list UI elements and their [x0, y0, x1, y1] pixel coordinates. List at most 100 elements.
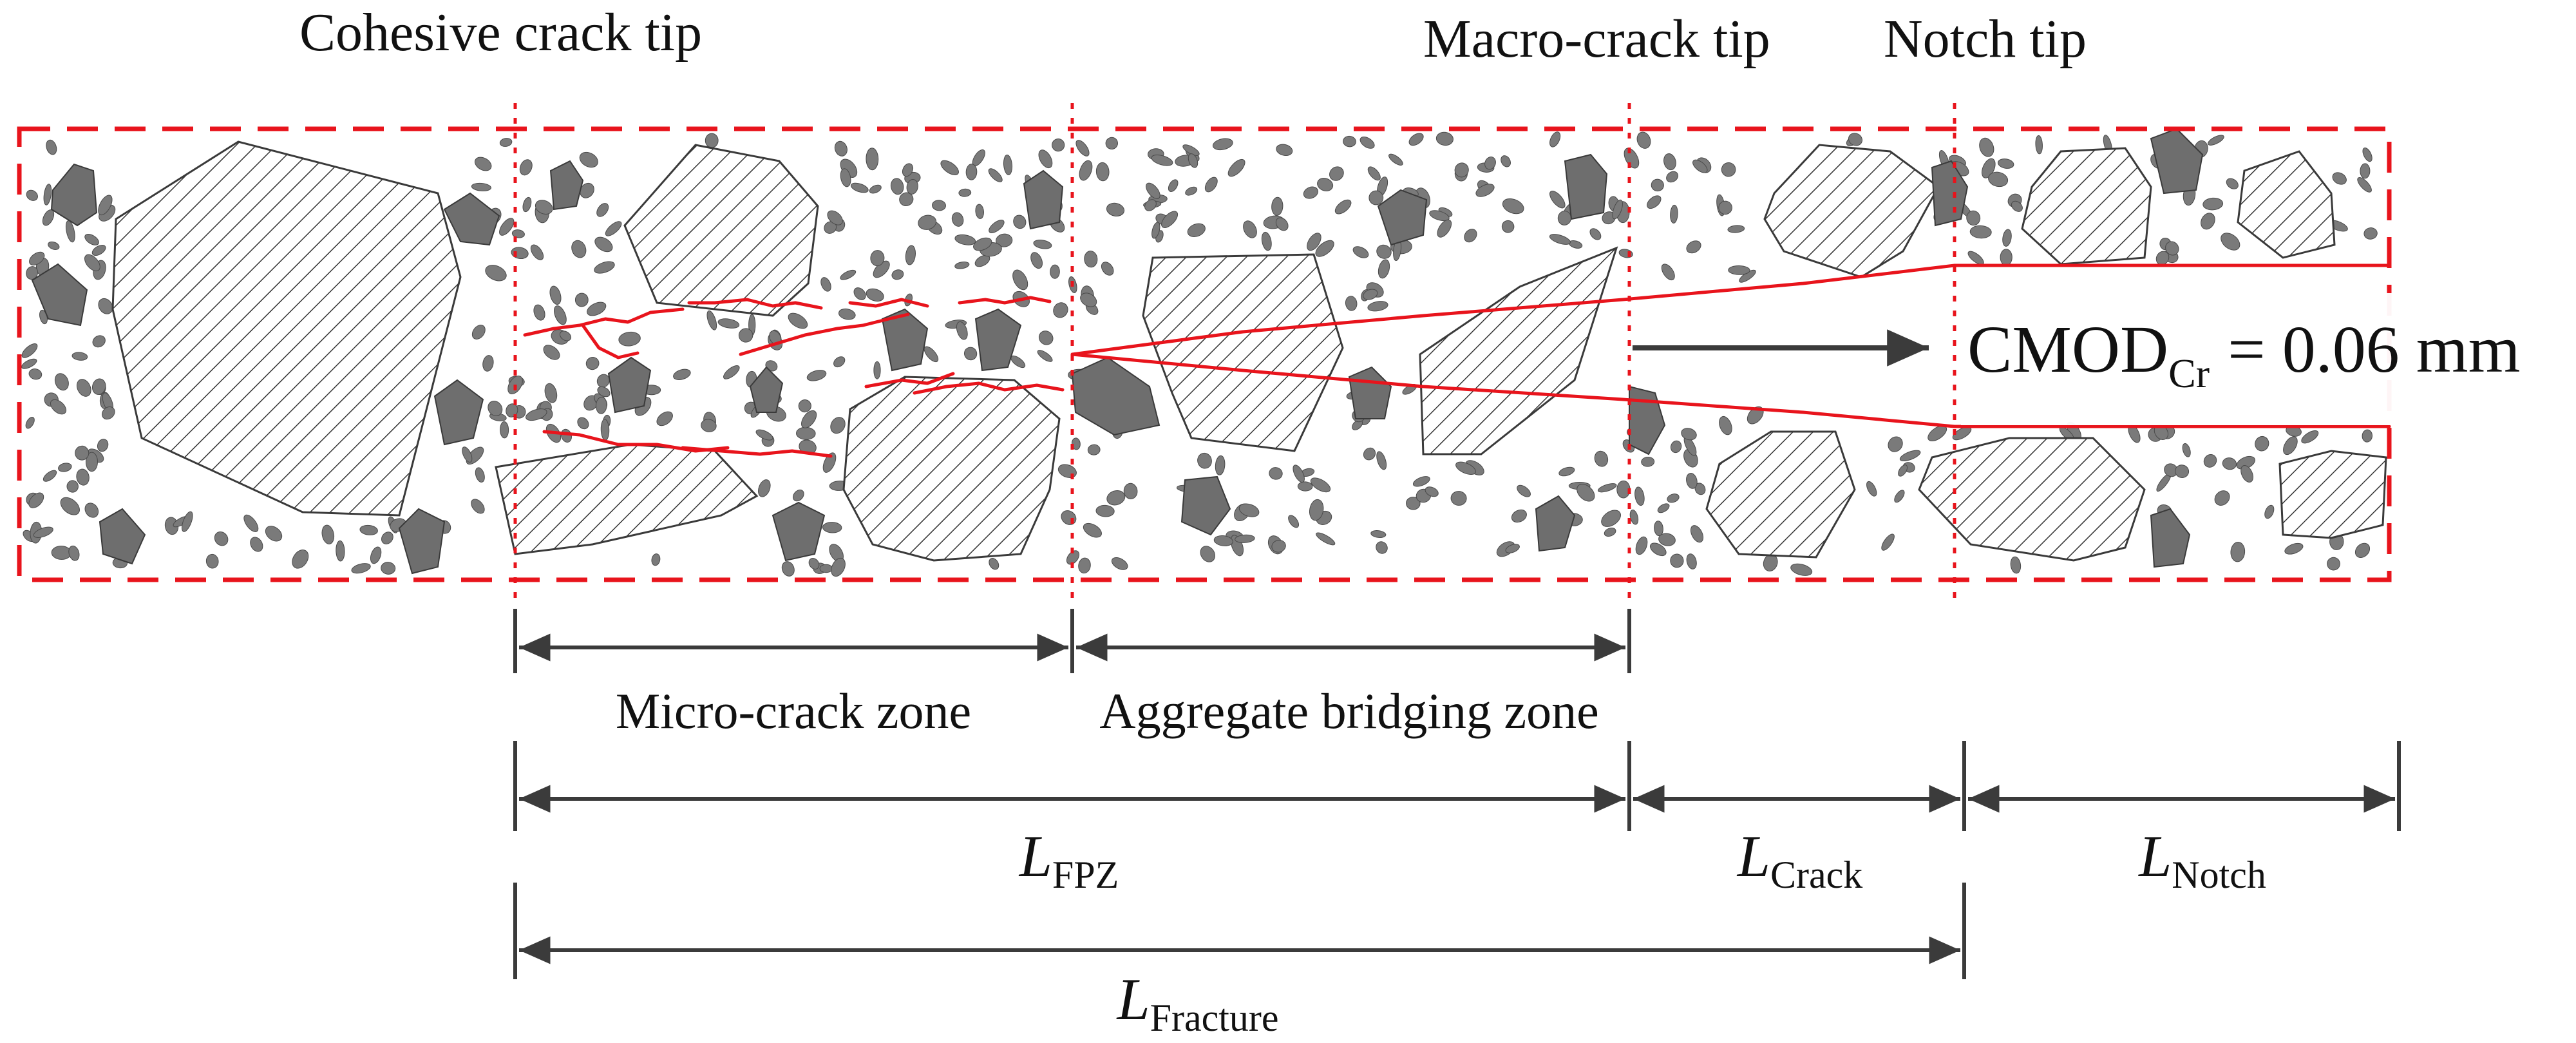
small-aggregate [1095, 162, 1110, 182]
small-aggregate [1238, 503, 1260, 517]
small-aggregate [2301, 430, 2319, 444]
small-aggregate [1271, 196, 1283, 216]
small-aggregate [84, 233, 99, 245]
dark-aggregate [2150, 128, 2204, 195]
small-aggregate [1670, 553, 1684, 568]
small-aggregate [1111, 557, 1128, 570]
small-aggregate [1719, 416, 1732, 435]
small-aggregate [265, 526, 283, 542]
small-aggregate [1317, 178, 1334, 191]
small-aggregate [705, 133, 719, 148]
small-aggregate [98, 195, 113, 216]
small-aggregate [2203, 454, 2217, 468]
micro-crack [687, 298, 823, 310]
small-aggregate [97, 439, 109, 452]
small-aggregate [543, 345, 560, 360]
small-aggregate [701, 419, 717, 432]
small-aggregate [594, 236, 613, 253]
small-aggregate [1647, 195, 1662, 209]
small-aggregate [475, 467, 485, 483]
small-aggregate [2182, 443, 2191, 457]
dark-aggregate [443, 192, 500, 246]
small-aggregate [1037, 350, 1053, 362]
small-aggregate [500, 421, 509, 439]
small-aggregate [511, 247, 529, 260]
small-aggregate [214, 531, 229, 546]
small-aggregate [1790, 563, 1813, 576]
small-aggregate [2264, 504, 2275, 519]
small-aggregate [2327, 557, 2340, 571]
small-aggregate [1212, 138, 1233, 151]
small-aggregate [1666, 171, 1679, 183]
small-aggregate [1003, 155, 1013, 175]
small-aggregate [530, 244, 544, 260]
small-aggregate [869, 184, 882, 194]
small-aggregate [831, 557, 846, 577]
small-aggregate [996, 233, 1013, 247]
small-aggregate [71, 352, 88, 361]
small-aggregate [1727, 225, 1745, 233]
small-aggregate [50, 399, 67, 415]
small-aggregate [91, 378, 106, 395]
small-aggregate [243, 514, 259, 532]
small-aggregate [2222, 457, 2237, 470]
small-aggregate [1651, 178, 1664, 192]
small-aggregate [951, 212, 964, 227]
small-aggregate [902, 163, 914, 177]
small-aggregate [1654, 521, 1663, 537]
small-aggregate [51, 546, 72, 560]
small-aggregate [1670, 440, 1682, 454]
hatched-aggregate [1763, 144, 1940, 278]
small-aggregate [559, 330, 572, 341]
small-aggregate [801, 410, 817, 428]
hatched-aggregate [1918, 437, 2146, 562]
small-aggregate [65, 220, 75, 243]
small-aggregate [370, 546, 382, 564]
small-aggregate [1747, 406, 1764, 425]
small-aggregate [1297, 481, 1313, 492]
small-aggregate [1450, 491, 1467, 506]
fracture-length-label: LFracture [1115, 966, 1278, 1039]
notch-tip-label: Notch tip [1884, 9, 2087, 69]
small-aggregate [1200, 546, 1216, 562]
small-aggregate [75, 445, 90, 461]
small-aggregate [1013, 215, 1027, 229]
small-aggregate [905, 245, 916, 265]
small-aggregate [1363, 289, 1378, 300]
hatched-aggregate [495, 443, 759, 555]
small-aggregate [808, 558, 820, 569]
small-aggregate [1033, 240, 1052, 249]
small-aggregate [1352, 246, 1369, 258]
small-aggregate [2011, 200, 2023, 212]
small-aggregate [963, 347, 978, 361]
fpz-subscript: FPZ [1052, 854, 1119, 896]
small-aggregate [1635, 536, 1648, 555]
cohesive-crack-tip-label: Cohesive crack tip [299, 3, 702, 62]
small-aggregate [873, 361, 881, 379]
small-aggregate [840, 269, 857, 280]
small-aggregate [1589, 228, 1602, 240]
small-aggregate [1429, 210, 1450, 222]
small-aggregate [1057, 464, 1077, 478]
small-aggregate [932, 200, 946, 211]
small-aggregate [2208, 135, 2224, 146]
small-aggregate [1594, 450, 1609, 467]
small-aggregate [1604, 527, 1616, 537]
small-aggregate [1568, 240, 1583, 249]
small-aggregate [499, 138, 513, 147]
small-aggregate [29, 251, 45, 266]
small-aggregate [2230, 542, 2246, 562]
small-aggregate [1080, 292, 1097, 307]
small-aggregate [101, 407, 115, 420]
fpz-length-label: LFPZ [1018, 823, 1119, 896]
small-aggregate [554, 305, 567, 325]
small-aggregate [1866, 481, 1877, 497]
small-aggregate [596, 203, 609, 217]
small-aggregate [1412, 476, 1430, 487]
small-aggregate [1061, 510, 1077, 525]
crack-subscript: Crack [1770, 854, 1862, 896]
dark-aggregate [398, 508, 446, 575]
small-aggregate [2362, 147, 2372, 162]
small-aggregate [26, 189, 38, 201]
cmod-label-box [1961, 293, 2557, 425]
